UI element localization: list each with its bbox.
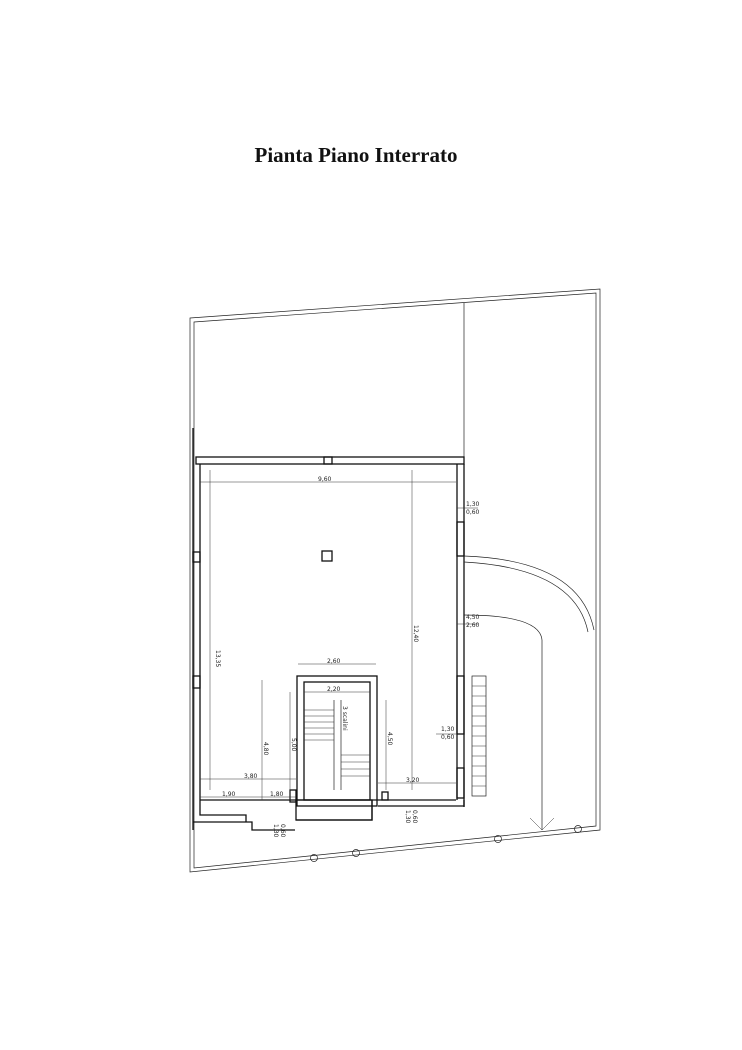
- dim-stair-width: 2,60: [327, 658, 341, 665]
- dim-width-main: 9,60: [318, 476, 332, 483]
- dim-opening-2a: 4,50: [466, 614, 480, 621]
- dimension-lines: [200, 470, 478, 800]
- dim-height-right: 12,40: [412, 625, 419, 642]
- dim-w-320: 3,20: [406, 777, 420, 784]
- dim-opening-1a: 1,30: [466, 501, 480, 508]
- dim-door-right-a: 1,30: [404, 810, 411, 824]
- dim-stair-inner: 2,20: [327, 686, 341, 693]
- dim-w-190: 1,90: [222, 791, 236, 798]
- building-walls: [192, 428, 465, 831]
- dim-door-right-b: 0,60: [411, 810, 418, 824]
- ramp: [463, 555, 595, 831]
- dim-door-left-a: 1,30: [272, 824, 279, 838]
- page-title: Pianta Piano Interrato: [254, 143, 458, 167]
- dim-door-left-b: 0,60: [279, 824, 286, 838]
- lot-boundary: [189, 288, 601, 873]
- dim-h-480: 4,80: [262, 742, 269, 756]
- stair-label: 3 scalini: [341, 706, 348, 731]
- exterior-stair: [471, 675, 487, 797]
- dim-height-left: 13,35: [214, 650, 221, 667]
- dim-opening-3b: 0,60: [441, 734, 455, 741]
- dim-h-450: 4,50: [386, 732, 393, 746]
- dim-opening-2b: 2,60: [466, 622, 480, 629]
- dimension-labels: 9,60 13,35 12,40 2,60 2,20 1,30 0,60 4,5…: [214, 476, 480, 838]
- dim-w-180: 1,80: [270, 791, 284, 798]
- fence-posts: [310, 825, 582, 862]
- dim-w-380: 3,80: [244, 773, 258, 780]
- dim-opening-1b: 0,60: [466, 509, 480, 516]
- stair-core: [295, 675, 378, 821]
- dim-opening-3a: 1,30: [441, 726, 455, 733]
- dim-h-500: 5,00: [290, 738, 297, 752]
